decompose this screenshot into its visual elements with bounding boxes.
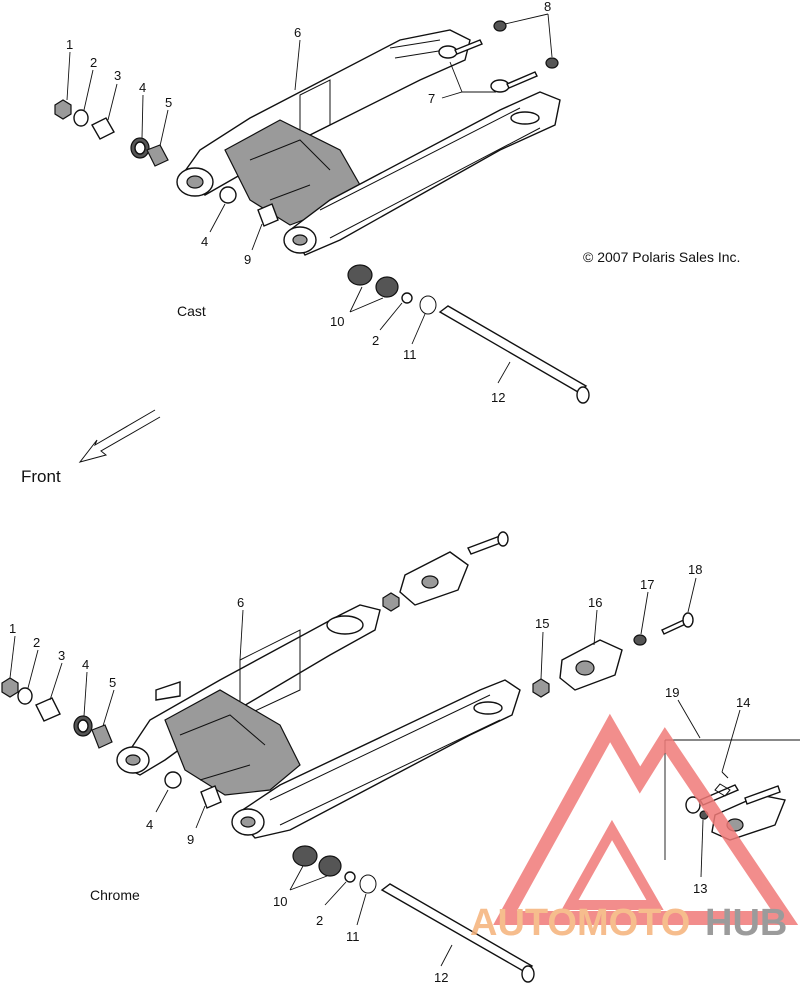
callout-14: 14: [736, 695, 750, 710]
callout-2: 2: [33, 635, 40, 650]
bottom-callouts: 1 2 3 4 5 6 4 9 10 2 11 12 15 16 17 18 1…: [9, 562, 750, 984]
chrome-label: Chrome: [90, 887, 140, 903]
callout-3: 3: [114, 68, 121, 83]
callout-9: 9: [187, 832, 194, 847]
callout-15: 15: [535, 616, 549, 631]
callout-19: 19: [665, 685, 679, 700]
bottom-hardware: [1, 531, 800, 983]
callout-2: 2: [90, 55, 97, 70]
callout-4: 4: [139, 80, 146, 95]
callout-3: 3: [58, 648, 65, 663]
swingarm-chrome-assembly: [116, 604, 521, 839]
watermark-text-orange: AUTOMOTO: [470, 902, 690, 944]
callout-4b: 4: [146, 817, 153, 832]
callout-6: 6: [294, 25, 301, 40]
swingarm-cast-assembly: [176, 29, 561, 256]
callout-16: 16: [588, 595, 602, 610]
callout-11: 11: [403, 347, 417, 362]
top-hardware: [54, 20, 590, 404]
callout-12: 12: [491, 390, 505, 405]
top-callouts: 1 2 3 4 5 6 7 8 4 9 10 2 11 12: [66, 0, 551, 405]
watermark-logo: AUTOMOTO HUB: [470, 713, 799, 944]
callout-2b: 2: [316, 913, 323, 928]
cast-label: Cast: [177, 303, 206, 319]
callout-10: 10: [273, 894, 287, 909]
callout-18: 18: [688, 562, 702, 577]
callout-1: 1: [9, 621, 16, 636]
callout-4b: 4: [201, 234, 208, 249]
callout-5: 5: [165, 95, 172, 110]
front-arrow-icon: [78, 409, 161, 463]
callout-8: 8: [544, 0, 551, 14]
callout-6: 6: [237, 595, 244, 610]
top-leader-lines: [66, 13, 553, 384]
front-label: Front: [21, 467, 61, 486]
callout-17: 17: [640, 577, 654, 592]
callout-1: 1: [66, 37, 73, 52]
callout-11: 11: [346, 929, 360, 944]
callout-4: 4: [82, 657, 89, 672]
callout-9: 9: [244, 252, 251, 267]
callout-12: 12: [434, 970, 448, 984]
callout-2b: 2: [372, 333, 379, 348]
copyright: © 2007 Polaris Sales Inc.: [583, 249, 740, 265]
callout-13: 13: [693, 881, 707, 896]
watermark-text-grey: HUB: [705, 902, 787, 944]
bottom-leader-lines: [9, 577, 741, 967]
callout-7: 7: [428, 91, 435, 106]
callout-10: 10: [330, 314, 344, 329]
callout-5: 5: [109, 675, 116, 690]
